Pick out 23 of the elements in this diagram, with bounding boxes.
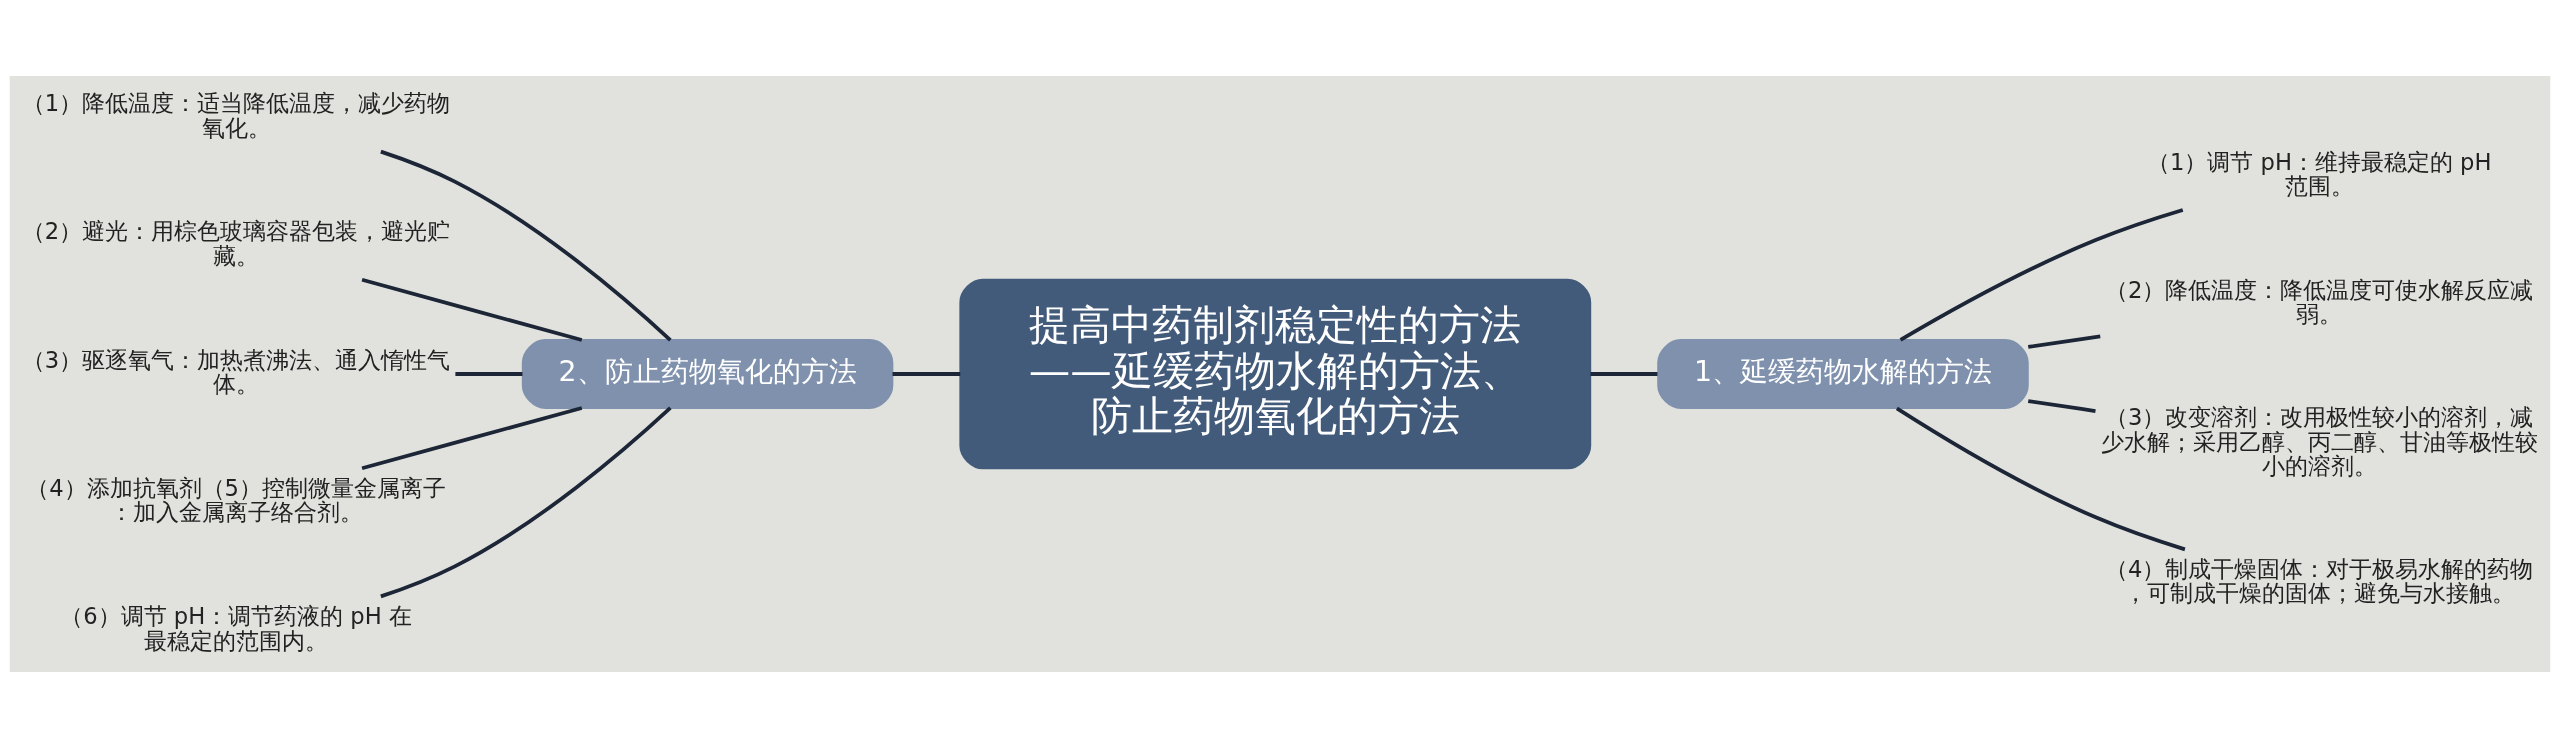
connector (361, 277, 583, 342)
connector (361, 406, 583, 471)
connector (2027, 334, 2101, 349)
connector (1895, 406, 2186, 552)
node-text: （3）改变溶剂：改用极性较小的溶剂，减少水解；采用乙醇、丙二醇、甘油等极性较小的溶剂。 (2100, 404, 2538, 480)
connector (1899, 208, 2184, 342)
node-text: （2）避光：用棕色玻璃容器包装，避光贮藏。 (21, 218, 451, 269)
node-box: 2、防止药物氧化的方法 (521, 339, 894, 409)
node-text: （2）降低温度：降低温度可使水解反应减弱。 (2105, 276, 2534, 328)
node-text: （1）降低温度：适当降低温度，减少药物氧化。 (21, 90, 451, 141)
connector (1590, 372, 1658, 376)
node-text: （4）添加抗氧剂（5）控制微量金属离子：加入金属离子络合剂。 (26, 474, 446, 526)
connector (380, 406, 672, 599)
node-box: 1、延缓药物水解的方法 (1657, 339, 2029, 409)
connector (892, 372, 961, 376)
node-box: 提高中药制剂稳定性的方法——延缓药物水解的方法、防止药物氧化的方法 (959, 278, 1592, 470)
connector (380, 149, 672, 342)
node-text: （3）驱逐氧气：加热煮沸法、通入惰性气体。 (21, 346, 451, 398)
connector (2027, 399, 2096, 413)
node-text: （1）调节 pH：维持最稳定的 pH 范围。 (2146, 148, 2492, 200)
connector (455, 372, 523, 376)
node-text: （4）制成干燥固体：对于极易水解的药物，可制成干燥的固体；避免与水接触。 (2105, 555, 2534, 607)
node-text: （6）调节 pH：调节药液的 pH 在最稳定的范围内。 (60, 603, 412, 654)
